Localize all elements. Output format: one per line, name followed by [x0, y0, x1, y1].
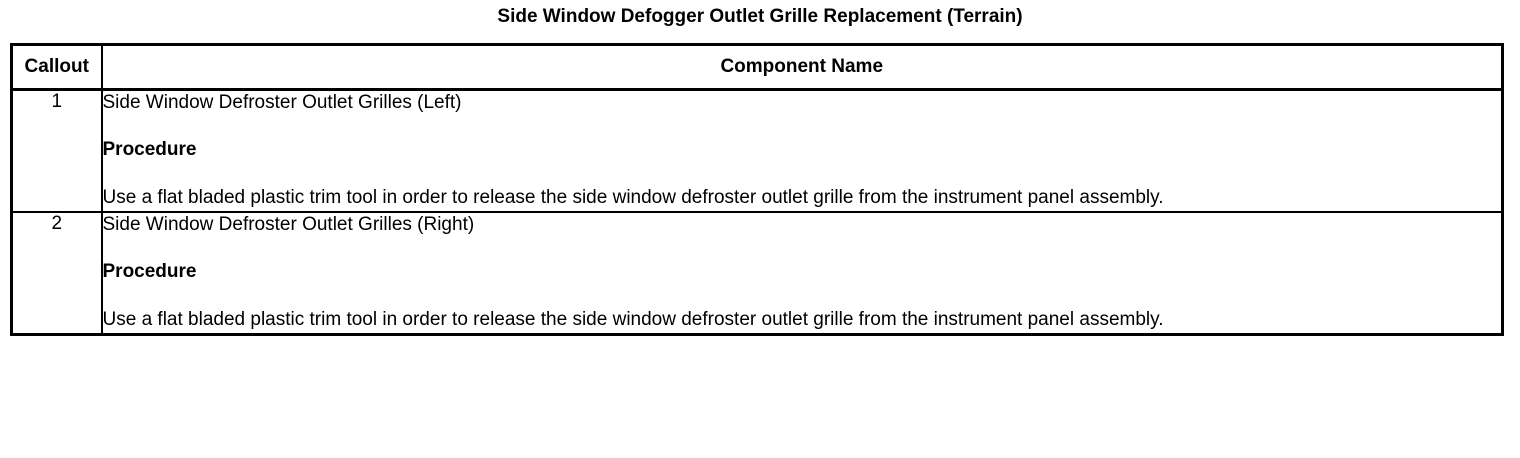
component-cell: Side Window Defroster Outlet Grilles (Le… [102, 90, 1503, 213]
procedure-description: Use a flat bladed plastic trim tool in o… [102, 309, 1164, 330]
component-name-text: Side Window Defroster Outlet Grilles (Ri… [102, 214, 475, 235]
column-header-callout: Callout [11, 44, 103, 91]
table-row: 2 Side Window Defroster Outlet Grilles (… [11, 211, 1503, 335]
table-row: 1 Side Window Defroster Outlet Grilles (… [11, 89, 1503, 213]
callout-number: 2 [11, 211, 103, 335]
page-title: Side Window Defogger Outlet Grille Repla… [497, 6, 1023, 27]
table-header: Callout Component Name [11, 44, 1503, 91]
component-name-text: Side Window Defroster Outlet Grilles (Le… [102, 92, 462, 113]
procedure-heading: Procedure [102, 261, 197, 282]
component-table: Callout Component Name 1 Side Window Def… [10, 43, 1504, 336]
component-table-container: Callout Component Name 1 Side Window Def… [10, 43, 1504, 336]
callout-number: 1 [11, 89, 103, 212]
component-cell: Side Window Defroster Outlet Grilles (Ri… [101, 211, 1503, 335]
table-body: 1 Side Window Defroster Outlet Grilles (… [11, 89, 1503, 335]
table-header-row: Callout Component Name [11, 44, 1503, 91]
procedure-description: Use a flat bladed plastic trim tool in o… [102, 187, 1164, 208]
column-header-component-name: Component Name [101, 44, 1503, 91]
procedure-heading: Procedure [102, 139, 197, 160]
